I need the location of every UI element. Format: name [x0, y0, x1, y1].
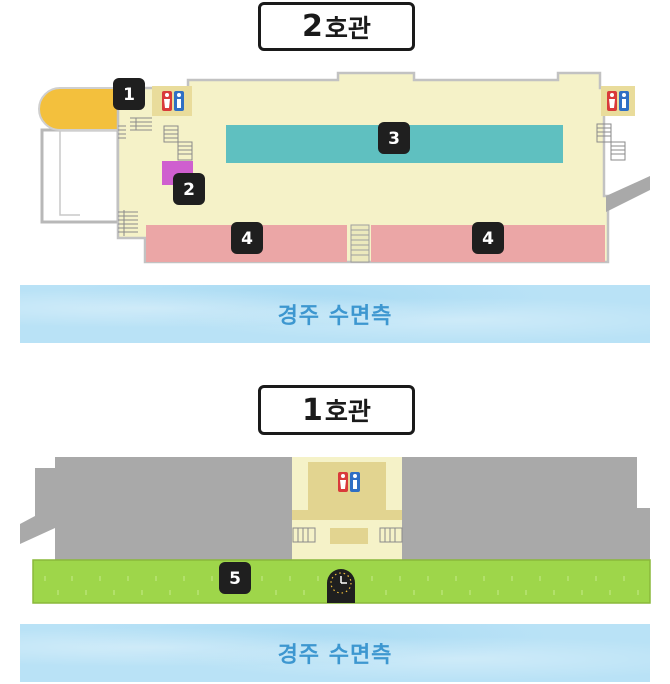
escalator-icon [163, 125, 193, 161]
race-water-side-lower: 경주 수면측 [20, 624, 650, 682]
escalator-icon [292, 527, 403, 543]
map-marker-5[interactable]: 5 [219, 562, 251, 594]
building-2-title: 2 호관 [258, 2, 415, 51]
stairs-icon [118, 117, 152, 139]
building-2-floor-plan: 1 2 3 4 4 [38, 71, 650, 264]
restroom-icon [338, 472, 360, 492]
map-marker-1[interactable]: 1 [113, 78, 145, 110]
restroom-alcove-east [601, 86, 635, 116]
map-marker-2[interactable]: 2 [173, 173, 205, 205]
building-2-name: 호관 [324, 13, 371, 43]
marker-label: 3 [388, 129, 400, 149]
orange-stand [38, 87, 121, 131]
building-1-title: 1 호관 [258, 385, 415, 435]
building-2-number: 2 [302, 9, 323, 44]
central-counter [330, 528, 368, 544]
marker-label: 1 [123, 85, 135, 105]
water-side-label: 경주 수면측 [277, 643, 393, 668]
west-building [20, 457, 292, 568]
restroom-icon [162, 91, 184, 111]
west-wing-inner-line [59, 130, 80, 216]
clock-icon [327, 569, 355, 603]
building-1-number: 1 [302, 392, 323, 428]
map-marker-4[interactable]: 4 [231, 222, 263, 254]
grass-texture [44, 576, 639, 595]
east-building [402, 457, 650, 568]
escalator-icon [596, 123, 626, 161]
marker-label: 4 [482, 229, 494, 249]
stairs-icon [118, 210, 138, 236]
west-wing-outline [40, 128, 120, 224]
race-water-side-upper: 경주 수면측 [20, 285, 650, 343]
stairs-icon [350, 224, 370, 263]
marker-label: 5 [229, 569, 241, 589]
east-ramp [606, 176, 650, 212]
map-marker-4-east[interactable]: 4 [472, 222, 504, 254]
building-1-floor-plan: 5 [20, 457, 651, 604]
marker-label: 4 [241, 229, 253, 249]
restroom-icon [607, 91, 629, 111]
marker-label: 2 [183, 180, 195, 200]
main-floor [116, 71, 610, 264]
map-marker-3[interactable]: 3 [378, 122, 410, 154]
building-1-name: 호관 [324, 397, 371, 426]
water-side-label: 경주 수면측 [277, 304, 393, 329]
